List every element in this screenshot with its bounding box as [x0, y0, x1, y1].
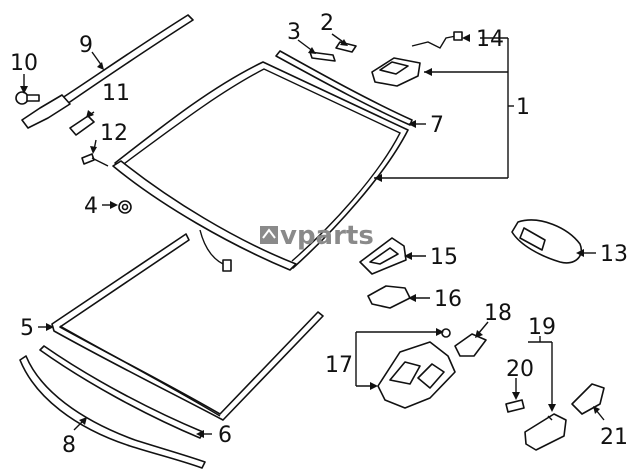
- console-17: [377, 328, 456, 409]
- sensor-connector: [222, 259, 232, 272]
- windshield-lower-molding: [112, 160, 297, 271]
- callout-3: 3: [287, 20, 301, 45]
- callout-2: 2: [320, 11, 334, 36]
- watermark-logo-icon: [260, 226, 278, 244]
- cover-21: [571, 383, 605, 415]
- leader-lines: [20, 33, 605, 438]
- weatherstrip-5-inner: [59, 325, 221, 417]
- rearview-mirror-13: [511, 219, 582, 264]
- callout-6: 6: [218, 423, 232, 448]
- clip-18: [454, 333, 487, 357]
- callout-12: 12: [100, 121, 128, 146]
- callout-4: 4: [84, 194, 98, 219]
- callout-16: 16: [434, 287, 462, 312]
- bolt-10: [15, 91, 40, 105]
- callout-21: 21: [600, 425, 628, 450]
- callout-8: 8: [62, 433, 76, 458]
- molding-9-clip: [21, 94, 71, 129]
- callout-10: 10: [10, 51, 38, 76]
- callout-1: 1: [516, 95, 530, 120]
- callout-5: 5: [20, 316, 34, 341]
- bracket-16: [367, 285, 411, 309]
- windshield-inner-edge: [120, 68, 401, 262]
- pin-12: [81, 153, 109, 167]
- callout-17: 17: [325, 353, 353, 378]
- watermark: vparts: [260, 221, 374, 251]
- callout-20: 20: [506, 357, 534, 382]
- nut-4: [118, 200, 132, 214]
- callout-13: 13: [600, 242, 628, 267]
- callout-14: 14: [476, 27, 504, 52]
- callout-19: 19: [528, 315, 556, 340]
- bracket-14: [371, 31, 463, 87]
- roof-molding-9: [55, 14, 194, 107]
- clip-11: [69, 115, 95, 136]
- callout-15: 15: [430, 245, 458, 270]
- pad-3: [309, 51, 336, 62]
- callout-7: 7: [430, 113, 444, 138]
- cowl-strip-8: [19, 355, 206, 469]
- cover-15: [359, 237, 407, 275]
- sensor-19: [524, 413, 567, 451]
- upper-molding-7: [275, 50, 413, 126]
- watermark-text: vparts: [280, 221, 374, 251]
- callout-9: 9: [79, 33, 93, 58]
- callout-11: 11: [102, 81, 130, 106]
- pad-20: [505, 399, 525, 413]
- callout-18: 18: [484, 301, 512, 326]
